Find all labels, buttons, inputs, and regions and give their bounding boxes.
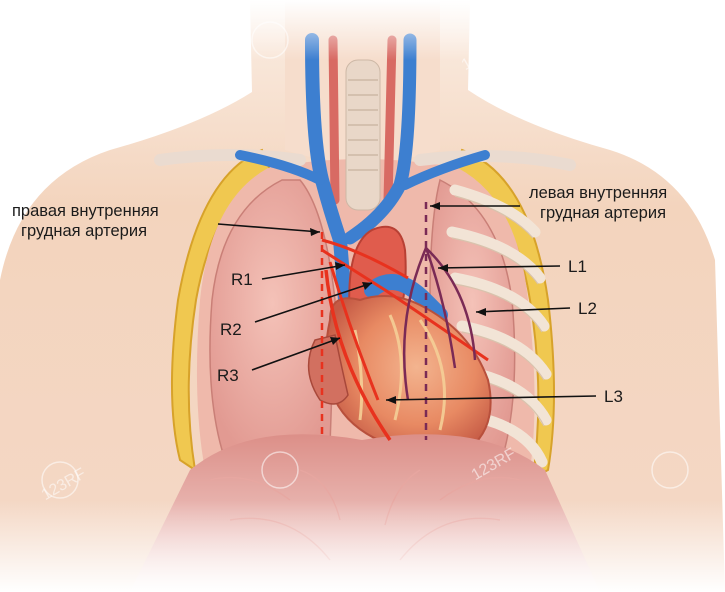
right-artery-caption-line1: правая внутренняя xyxy=(12,201,159,221)
label-r2: R2 xyxy=(220,320,242,340)
carotid-right xyxy=(333,40,335,200)
right-artery-caption: правая внутренняя грудная артерия xyxy=(12,201,159,241)
label-r3: R3 xyxy=(217,366,239,386)
left-artery-caption-line2: грудная артерия xyxy=(529,203,667,223)
label-l1: L1 xyxy=(568,257,587,277)
right-artery-caption-line2: грудная артерия xyxy=(12,221,159,241)
label-r1: R1 xyxy=(231,270,253,290)
left-artery-caption-line1: левая внутренняя xyxy=(529,183,667,203)
left-artery-caption: левая внутренняя грудная артерия xyxy=(529,183,667,223)
label-l2: L2 xyxy=(578,299,597,319)
carotid-left xyxy=(388,40,392,200)
trachea xyxy=(346,60,380,210)
label-l3: L3 xyxy=(604,387,623,407)
